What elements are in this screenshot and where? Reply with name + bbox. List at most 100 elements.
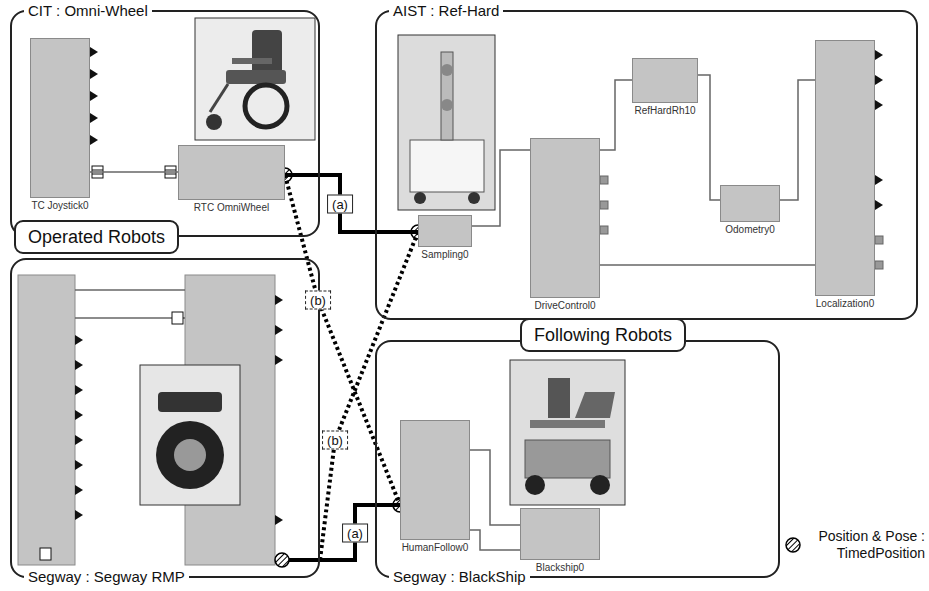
port-wire (780, 80, 815, 200)
port-wire (75, 317, 185, 319)
rt-component: RTC OmniWheel (178, 145, 285, 200)
group-heading: Segway : Segway RMP (24, 568, 189, 586)
rt-component: TC Joystick0 (30, 38, 90, 198)
port-arrows (75, 295, 283, 525)
component-label: Sampling0 (420, 249, 469, 261)
link-label: (a) (327, 195, 353, 214)
component-label: TC Joystick0 (30, 200, 89, 212)
armrest (232, 58, 272, 64)
robot-group: Segway : Segway RMP (10, 258, 320, 578)
port-wire (698, 75, 720, 200)
component-label: RTC OmniWheel (193, 202, 270, 214)
hub (174, 439, 206, 471)
rt-component: Localization0 (815, 40, 875, 296)
segway-components (18, 275, 283, 565)
rt-component: Blackship0 (520, 508, 600, 560)
rt-component: HumanFollow0 (400, 420, 470, 540)
legend-symbol (784, 536, 802, 554)
service-port-bar (165, 170, 176, 171)
outport (75, 485, 83, 495)
arm-joint (441, 99, 453, 111)
wheel (245, 85, 287, 127)
footrest (210, 84, 228, 112)
group-tag: Operated Robots (14, 220, 179, 254)
outport (90, 113, 98, 123)
tag-label: Operated Robots (28, 227, 165, 247)
rt-component: Sampling0 (418, 215, 472, 247)
port-wire (470, 530, 520, 550)
rt-component-box (18, 275, 75, 565)
service-port-bar (165, 174, 176, 175)
position-link (285, 175, 418, 232)
outport (90, 69, 98, 79)
legend: Position & Pose : TimedPosition (784, 528, 925, 562)
component-label: Localization0 (815, 298, 875, 310)
port-wire (470, 450, 520, 525)
wheelchair-photo (195, 18, 315, 140)
outport (275, 325, 283, 335)
group-heading: Segway : BlackShip (389, 568, 530, 586)
component-label: Odometry0 (724, 224, 775, 236)
outport (90, 135, 98, 145)
component-label: Blackship0 (535, 562, 585, 574)
outport (875, 100, 883, 110)
wheel (525, 475, 545, 495)
wheel (156, 421, 224, 489)
link-label: (b) (305, 291, 331, 310)
photo-frame (195, 18, 315, 140)
outport (275, 355, 283, 365)
component-label: DriveControl0 (533, 300, 596, 312)
photo-frame (510, 360, 625, 505)
caster (206, 114, 222, 130)
robot-wheel (414, 192, 426, 204)
platform (158, 392, 222, 412)
refhard-photo (398, 35, 495, 210)
rt-component: Odometry0 (720, 185, 780, 222)
outport (75, 435, 83, 445)
group-heading: CIT : Omni-Wheel (24, 2, 152, 20)
port-wire (90, 171, 178, 173)
chassis (525, 440, 610, 478)
robot-base (410, 140, 484, 192)
outport (75, 460, 83, 470)
port-wire (75, 289, 185, 291)
outport (90, 91, 98, 101)
robot-group: AIST : Ref-HardSampling0DriveControl0Ref… (375, 10, 918, 320)
position-port-symbol (786, 538, 800, 552)
backrest (252, 30, 282, 74)
outport (75, 510, 83, 520)
outport (275, 295, 283, 305)
port-arrows (875, 50, 883, 210)
robot-wheel (468, 192, 480, 204)
rt-component: DriveControl0 (530, 138, 600, 298)
port-square (875, 261, 883, 269)
outport (75, 385, 83, 395)
outport (275, 515, 283, 525)
outport (75, 410, 83, 420)
segway-photo (140, 365, 240, 505)
port-wire (600, 80, 632, 150)
port-arrows (90, 47, 98, 145)
component-label: RefHardRh10 (633, 105, 696, 117)
port-wire (600, 264, 815, 266)
link-label: (a) (342, 524, 368, 543)
group-heading: AIST : Ref-Hard (389, 2, 503, 20)
port-square (875, 236, 883, 244)
service-port-bar (92, 170, 103, 171)
top-plate (530, 420, 605, 428)
wheel (590, 475, 610, 495)
tag-label: Following Robots (534, 325, 672, 345)
port-square (600, 226, 608, 234)
photo-frame (398, 35, 495, 210)
outport (875, 50, 883, 60)
rt-component: RefHardRh10 (632, 58, 698, 103)
group-tag: Following Robots (520, 318, 686, 352)
port-square (600, 176, 608, 184)
link-label: (b) (322, 431, 348, 450)
service-port-icon (40, 548, 51, 560)
blackship-photo (510, 360, 625, 505)
port-square (600, 201, 608, 209)
laptop (575, 392, 615, 418)
position-port (275, 553, 289, 567)
